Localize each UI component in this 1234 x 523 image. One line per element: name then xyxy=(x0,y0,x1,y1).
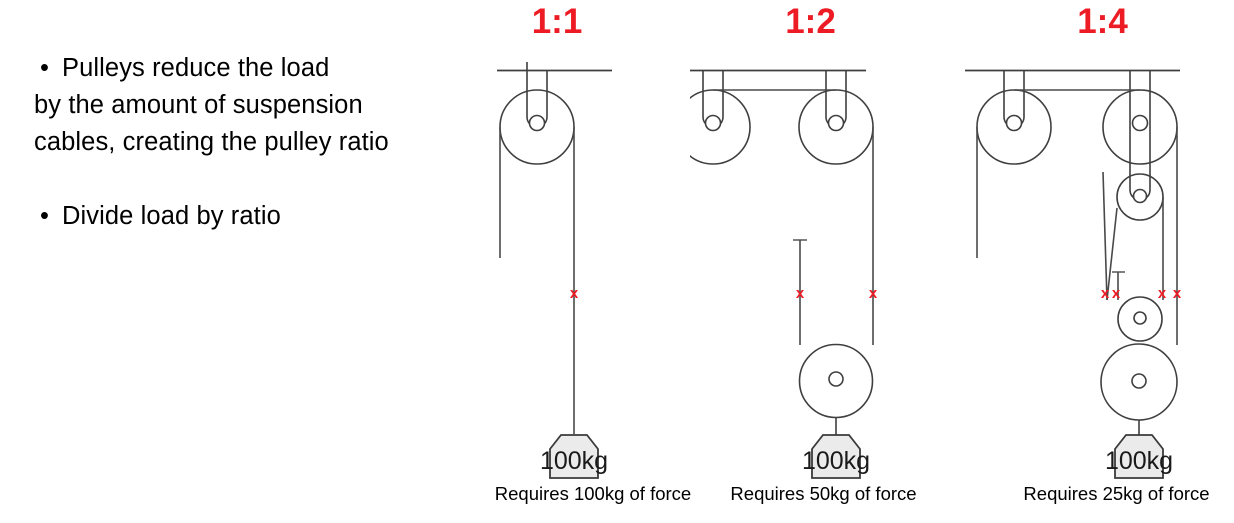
bullet-line-4-text: Divide load by ratio xyxy=(62,202,281,230)
cable-marker-1: x xyxy=(1101,285,1110,302)
bullet-line-2-text: by the amount of suspension xyxy=(34,91,363,119)
weight-label: 100kg xyxy=(802,447,870,475)
pulley-figure-1-1: 1:1 x 100kg Requires 100kg of force xyxy=(460,0,691,523)
pulley-wheel-moving xyxy=(798,343,874,419)
caption-1: Requires 100kg of force xyxy=(494,483,692,504)
caption-2: Requires 50kg of force xyxy=(730,483,917,504)
pulley-axle-top-right xyxy=(827,114,845,132)
bullet-marker-icon-2: • xyxy=(40,202,50,230)
caption-3: Requires 25kg of force xyxy=(1023,483,1210,504)
weight-label: 100kg xyxy=(1105,447,1173,475)
weight-block xyxy=(1114,434,1164,479)
pulley-axle-moving-lower xyxy=(1131,373,1147,389)
ratio-label-3: 1:4 xyxy=(1077,2,1128,41)
pulley-wheel-moving-upper xyxy=(1117,296,1163,342)
bullet-line-3: cables, creating the pulley ratio xyxy=(34,124,434,161)
pulley-axle-top-right-lower xyxy=(1132,188,1148,204)
ratio-label-2: 1:2 xyxy=(785,2,836,41)
pulley-axle-top-right-upper xyxy=(1131,114,1149,132)
cable-marker-1: x xyxy=(570,285,579,302)
weight-block xyxy=(811,434,861,479)
pulley-axle xyxy=(528,114,546,132)
bullet-line-1: • Pulleys reduce the load xyxy=(34,50,434,87)
weight-block xyxy=(549,434,599,479)
cable-marker-3: x xyxy=(1158,285,1167,302)
bullet-line-4: • Divide load by ratio xyxy=(34,198,434,235)
cable-marker-2: x xyxy=(869,285,878,302)
pulley-diagram-1-2-svg: x x 100kg xyxy=(690,69,878,479)
rope-inner-left-run-2 xyxy=(1106,207,1118,301)
pulley-axle-moving xyxy=(828,371,844,387)
pulley-axle-moving-upper xyxy=(1133,311,1147,325)
pulley-figure-1-2: 1:2 x x xyxy=(690,0,955,523)
pulley-axle-top-left xyxy=(1005,114,1023,132)
rope-inner-left-run xyxy=(1102,171,1108,301)
cable-marker-2: x xyxy=(1112,285,1121,302)
bullet-line-2: by the amount of suspension xyxy=(34,87,434,124)
ratio-label-1: 1:1 xyxy=(531,2,583,41)
bullet-list: • Pulleys reduce the load by the amount o… xyxy=(34,50,434,235)
bullet-line-1-text: Pulleys reduce the load xyxy=(62,54,330,82)
pulley-axle-top-left xyxy=(704,114,722,132)
cable-marker-1: x xyxy=(796,285,805,302)
pulley-diagram-1-4-svg: x x x x 100kg xyxy=(965,69,1182,479)
bullet-line-3-text: cables, creating the pulley ratio xyxy=(34,128,389,156)
cable-marker-4: x xyxy=(1173,285,1182,302)
pulley-diagram-1-1-svg: x 100kg xyxy=(497,62,612,479)
bullet-marker-icon: • xyxy=(40,54,50,82)
pulley-figure-1-4: 1:4 xyxy=(955,0,1234,523)
weight-label: 100kg xyxy=(540,447,608,475)
bullet-spacer xyxy=(34,161,434,198)
